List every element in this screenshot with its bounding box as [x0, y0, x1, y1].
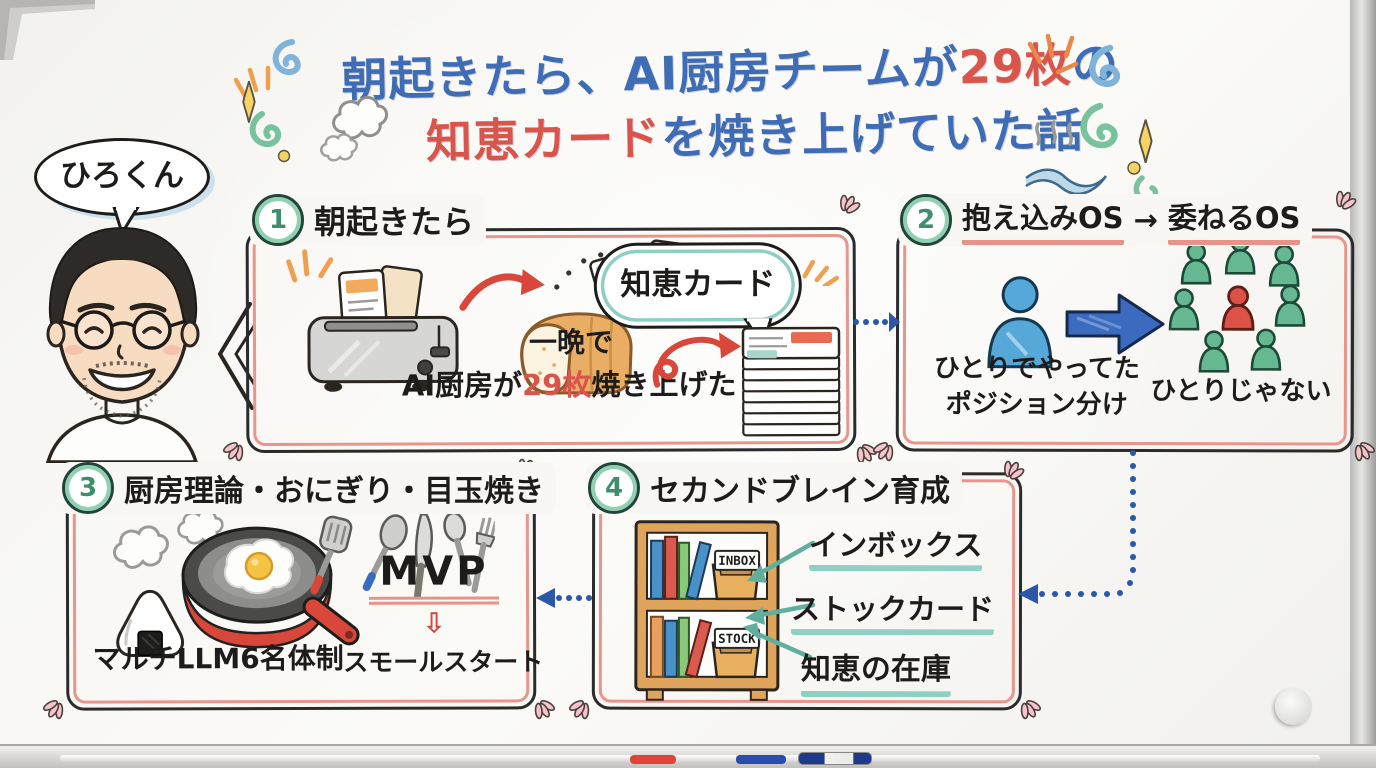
- wave-icon: [1025, 168, 1108, 196]
- magnet: [1275, 688, 1312, 725]
- s4-item-wisdom-stock: 知恵の在庫: [800, 652, 951, 697]
- petal-decoration: [528, 694, 558, 724]
- steam-icon: [113, 509, 224, 569]
- avatar: [45, 226, 200, 463]
- section-2-title-to: 委ねるOS: [1167, 195, 1301, 245]
- section-4-title: セカンドブレイン育成: [650, 474, 950, 509]
- section-1-number: 1: [252, 194, 304, 246]
- bookshelf-icon: INBOX STOCK: [634, 520, 780, 701]
- card-stack-icon: [741, 326, 841, 437]
- swirl-decoration-left: [233, 39, 388, 163]
- marker-navy: [798, 752, 872, 765]
- s4-item-inbox: インボックス: [809, 528, 982, 572]
- dotted-arrow-1-to-2: [853, 312, 900, 332]
- section-1-header: 1 朝起きたら: [250, 194, 487, 246]
- petal-decoration: [833, 190, 865, 219]
- mvp-block: MVP: [369, 548, 500, 605]
- s3-right-caption: スモールスタート: [343, 647, 544, 677]
- bread-icon: [520, 312, 633, 395]
- speaker-bubble: ひろくん: [34, 138, 210, 216]
- s2-right-caption: ひとりじゃない: [1150, 376, 1332, 407]
- sparkle-icon: [802, 259, 840, 287]
- petal-decoration: [1329, 186, 1361, 215]
- dotted-arrow-2-to-4: [1018, 450, 1136, 604]
- s3-left-caption: マルチLLM6名体制: [92, 641, 344, 676]
- section-2-box: ひとりでやってた ポジション分け ひとりじゃない: [895, 227, 1355, 453]
- section-2-number: 2: [900, 194, 952, 246]
- section-4-box: INBOX STOCK インボックス ストックカード 知恵の在庫: [591, 471, 1023, 711]
- petal-decoration: [997, 456, 1029, 485]
- mvp-underline: [369, 596, 500, 605]
- speaker-name: ひろくん: [60, 158, 184, 195]
- section-4-number-label: 4: [604, 473, 624, 503]
- section-2-title-from: 抱え込みOS: [962, 195, 1124, 245]
- stock-tray-label: STOCK: [718, 631, 756, 646]
- team-icon: [1168, 232, 1306, 373]
- marker-tray: [60, 755, 1320, 762]
- curly-red-arrow-icon: [652, 332, 742, 388]
- steam-puff-icon: [320, 96, 388, 162]
- red-arrow-icon: [459, 269, 545, 311]
- s1-caption-pre: AI厨房が: [401, 368, 523, 403]
- section-3-box: MVP ⇩ マルチLLM6名体制 スモールスタート: [65, 471, 544, 711]
- marker-red: [630, 755, 676, 764]
- s2-left-caption: ひとりでやってた ポジション分け: [915, 354, 1159, 420]
- section-3-title: 厨房理論・おにぎり・目玉焼き: [124, 474, 544, 509]
- section-4-header: 4 セカンドブレイン育成: [586, 462, 962, 514]
- title-segment: 知恵カード: [425, 110, 662, 169]
- section-3-number: 3: [62, 462, 114, 514]
- arrow-glyph: →: [1133, 203, 1158, 237]
- s1-caption-count: 29枚: [522, 367, 592, 403]
- s2-left-caption-line1: ひとりでやってた: [933, 353, 1140, 385]
- section-3-number-label: 3: [78, 473, 98, 503]
- sparkle-icon: [286, 249, 334, 283]
- wisdom-card-bubble: 知恵カード: [593, 242, 802, 329]
- section-1-title: 朝起きたら: [314, 203, 475, 241]
- petal-decoration: [1348, 436, 1376, 466]
- solo-person-icon: [987, 276, 1053, 369]
- s2-left-caption-line2: ポジション分け: [945, 389, 1128, 420]
- down-arrow-glyph: ⇩: [422, 606, 446, 640]
- petal-decoration: [1014, 694, 1044, 724]
- dotted-arrow-4-to-3: [536, 588, 592, 608]
- petal-decoration: [568, 694, 596, 724]
- steam-lines-icon: [1035, 120, 1073, 146]
- section-1-number-label: 1: [268, 205, 288, 235]
- onigiri-icon: [116, 589, 184, 657]
- title-segment: を焼き上げていた話: [660, 103, 1085, 165]
- s4-item-stock-card: ストックカード: [790, 592, 994, 636]
- section-4-number: 4: [588, 462, 640, 514]
- utensils-icon: [310, 511, 496, 600]
- marker-blue: [736, 755, 786, 764]
- whiteboard-frame-right: [1350, 0, 1376, 768]
- section-3-header: 3 厨房理論・おにぎり・目玉焼き: [60, 462, 556, 514]
- section-2-number-label: 2: [916, 205, 936, 235]
- block-arrow-icon: [1065, 293, 1165, 355]
- frame-corner-cap: [0, 0, 95, 60]
- s1-caption-line1: 一晩で: [528, 325, 614, 360]
- frying-pan-icon: [181, 526, 360, 649]
- section-1-box: 知恵カード 一晩で AI厨房が29枚焼き上げた: [245, 226, 857, 454]
- petal-decoration: [42, 694, 70, 724]
- dotted-arc-icon: [554, 252, 604, 290]
- toaster-icon: [307, 265, 459, 392]
- section-2-header: 2 抱え込みOS → 委ねるOS: [898, 194, 1313, 246]
- inbox-tray-label: INBOX: [718, 553, 756, 568]
- swirl-decoration-right: [1025, 33, 1159, 203]
- teal-pointer-arrows: [742, 540, 816, 660]
- mvp-label: MVP: [379, 548, 489, 595]
- wisdom-card-bubble-label: 知恵カード: [620, 266, 776, 303]
- speaker-bubble-tail: [112, 207, 140, 237]
